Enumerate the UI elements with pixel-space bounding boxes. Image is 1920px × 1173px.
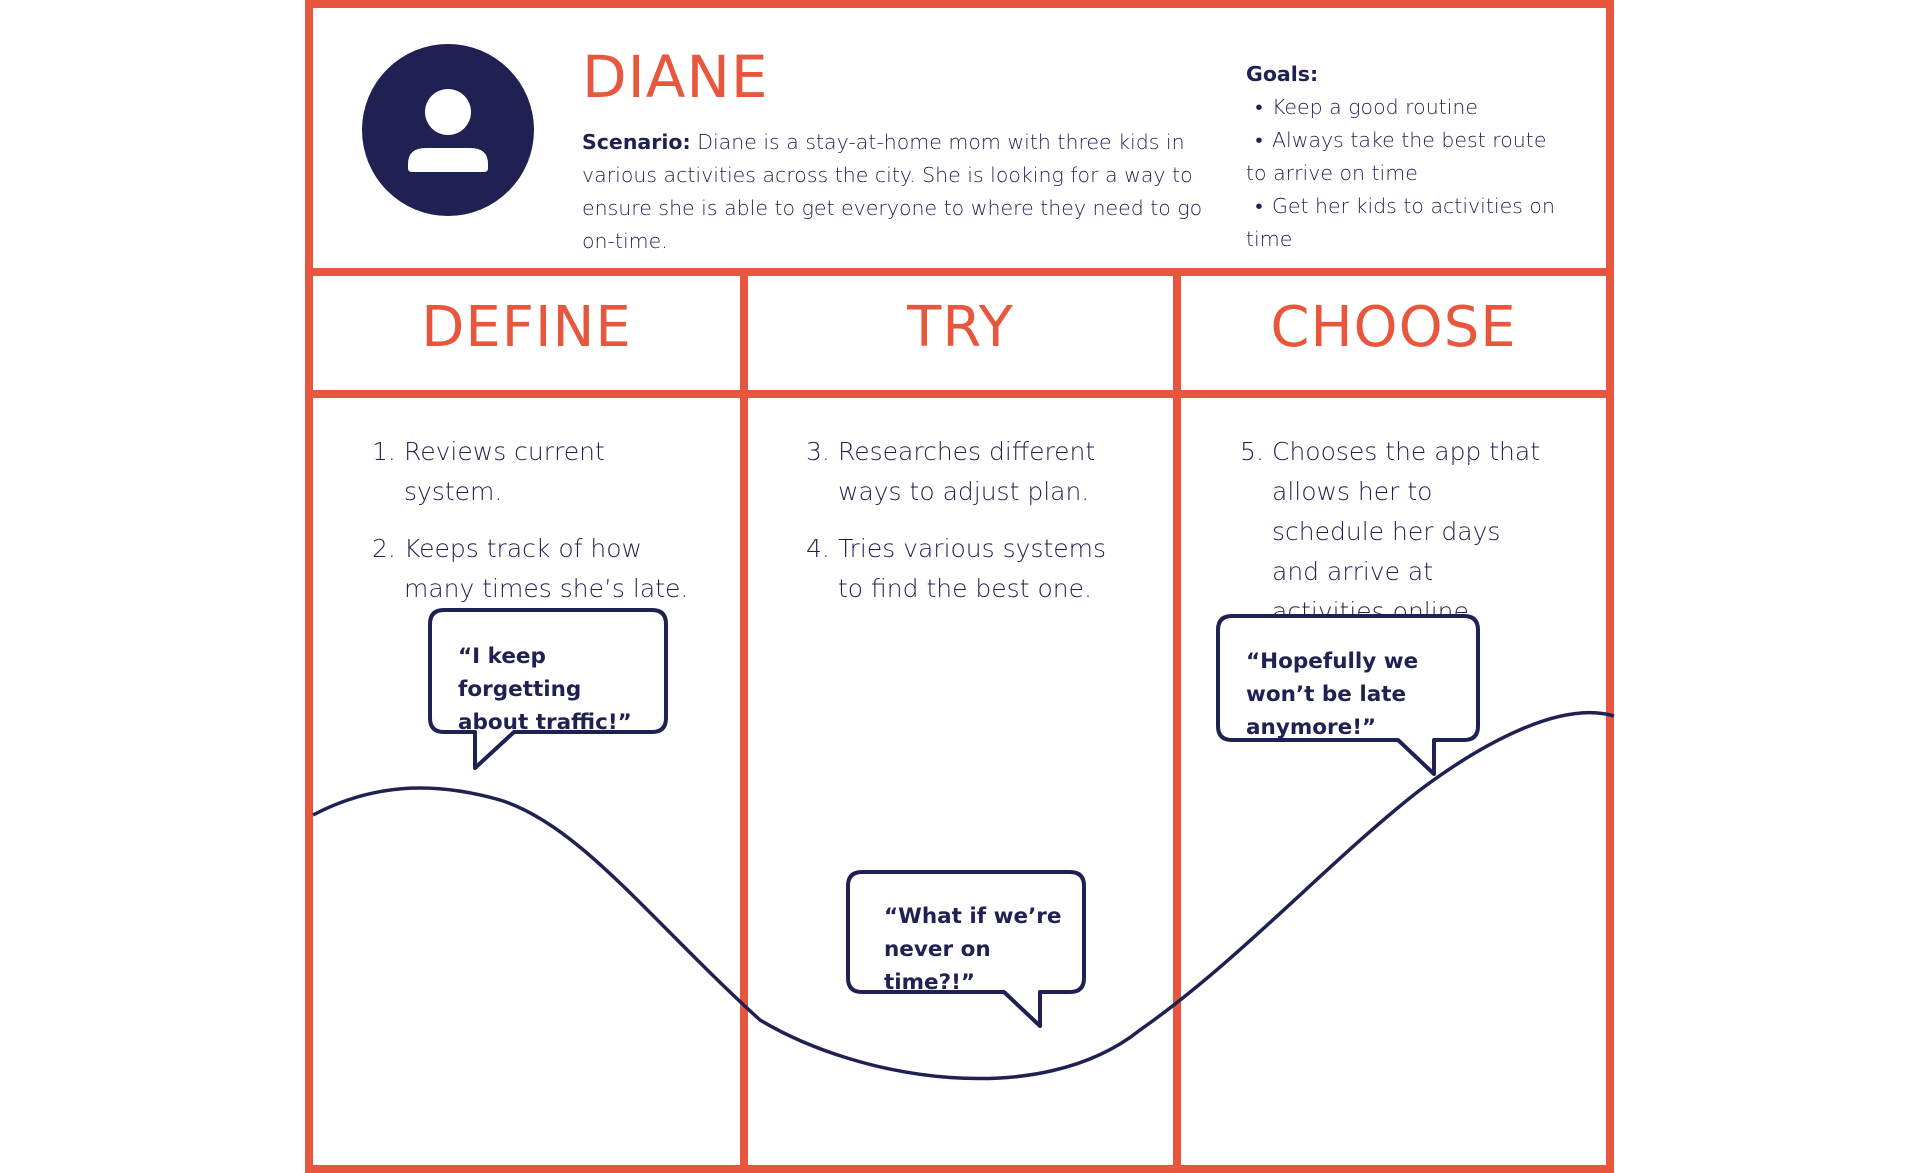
try-steps: 3.Researches different ways to adjust pl… [806, 432, 1128, 626]
speech-bubble-try [846, 870, 1086, 1028]
user-icon [362, 44, 534, 216]
goal-item: •Keep a good routine [1255, 95, 1479, 119]
scenario-label: Scenario: [582, 130, 691, 154]
frame-bottom-border [305, 1165, 1614, 1173]
scenario-text: Diane is a stay-at-home mom with three k… [582, 130, 1203, 253]
column-divider-1 [740, 268, 748, 1173]
goal-item: •Get her kids to activities on time [1246, 194, 1555, 251]
quote-choose: “Hopefully we won’t be late anymore!” [1246, 649, 1419, 740]
step-item: 5.Chooses the app that allows her to sch… [1240, 437, 1541, 626]
header-divider [305, 268, 1614, 276]
step-item: 4.Tries various systems to find the best… [806, 534, 1107, 603]
define-steps: 1.Reviews current system. 2.Keeps track … [372, 432, 694, 626]
persona-name: DIANE [582, 43, 769, 111]
quote-define: “I keep forgetting about traffic!” [458, 644, 632, 735]
speech-bubble-choose [1216, 614, 1480, 776]
quote-try: “What if we’re never on time?!” [884, 904, 1062, 995]
phase-title-divider [305, 390, 1614, 398]
step-item: 2.Keeps track of how many times she’s la… [372, 534, 689, 603]
choose-steps: 5.Chooses the app that allows her to sch… [1240, 432, 1542, 649]
step-item: 3.Researches different ways to adjust pl… [806, 437, 1096, 506]
goals-heading: Goals: [1246, 62, 1319, 86]
column-divider-2 [1173, 268, 1181, 1173]
goal-item: •Always take the best route to arrive on… [1246, 128, 1547, 185]
goals-list: Goals: •Keep a good routine •Always take… [1246, 58, 1596, 256]
phase-title-try: TRY [907, 295, 1014, 360]
phase-title-choose: CHOOSE [1270, 295, 1517, 360]
phase-title-define: DEFINE [421, 295, 632, 360]
step-item: 1.Reviews current system. [372, 437, 605, 506]
emotion-curve [312, 710, 1615, 1081]
scenario-description: Scenario: Diane is a stay-at-home mom wi… [582, 126, 1222, 258]
frame-left-border [305, 0, 313, 1173]
speech-bubble-define [428, 608, 668, 770]
frame-right-border [1606, 0, 1614, 1173]
frame-top-border [305, 0, 1614, 8]
